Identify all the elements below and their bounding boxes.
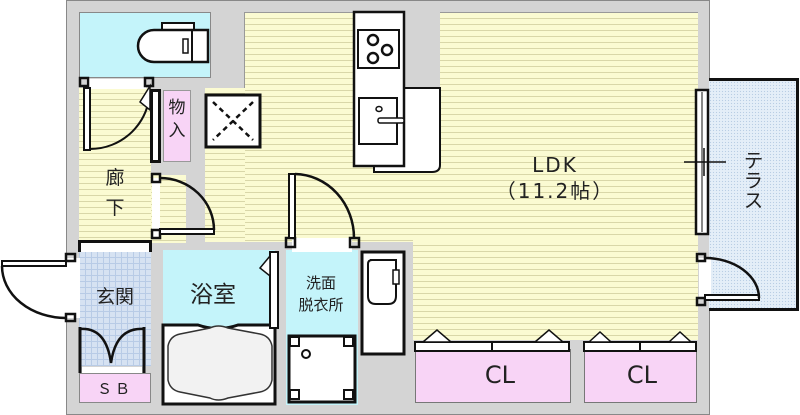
- bathroom-label: 浴室: [190, 282, 236, 308]
- sliding-window-icon: [684, 88, 726, 236]
- terrace-opening: [699, 258, 711, 298]
- terrace-label: テラス: [740, 150, 764, 210]
- washroom-label: 洗面 脱衣所: [288, 272, 354, 316]
- terrace: [709, 78, 799, 311]
- washing-machine-pan-icon: [287, 334, 357, 404]
- toilet-opening: [86, 79, 146, 89]
- toilet-icon: [136, 22, 210, 64]
- corridor-label: 廊 下: [100, 163, 130, 223]
- corridor-opening: [152, 178, 160, 238]
- ldk-label: LDK （11.2帖）: [470, 152, 640, 204]
- storage-label: 物 入: [164, 97, 190, 143]
- vanity-sink-icon: [360, 250, 406, 356]
- entrance-door-icon: [0, 252, 77, 323]
- closet-2: [584, 349, 697, 403]
- ldk-name: LDK: [532, 153, 578, 177]
- ldk-floor-south: [413, 240, 698, 340]
- ldk-floor: [244, 12, 698, 242]
- storage-label-top: 物: [168, 98, 186, 118]
- kitchen-counter-icon: [352, 10, 441, 173]
- closet-2-label: CL: [626, 361, 658, 389]
- corridor-door-icon: [150, 172, 216, 240]
- corridor-floor: [79, 88, 151, 243]
- washroom-label-bottom: 脱衣所: [298, 296, 344, 314]
- closet-1: [415, 349, 571, 403]
- corridor-label-top: 廊: [105, 167, 125, 189]
- ldk-size: （11.2帖）: [495, 179, 615, 203]
- bathroom-door-icon: [258, 251, 279, 329]
- washroom-opening: [292, 238, 352, 252]
- bathroom: [163, 250, 275, 330]
- storage-door: [150, 89, 161, 163]
- kitchen-wall: [404, 12, 440, 90]
- terrace-door-icon: [695, 252, 761, 307]
- closet-1-label: CL: [484, 361, 516, 389]
- entrance-door-opening: [66, 258, 80, 318]
- corridor-label-bottom: 下: [105, 197, 125, 219]
- storage-label-bottom: 入: [168, 121, 186, 141]
- entrance-label: 玄関: [95, 286, 134, 308]
- storage-closet: [163, 90, 191, 162]
- pipe-shaft-icon: [204, 93, 262, 149]
- bathtub-icon: [161, 323, 277, 406]
- shoe-box: [79, 373, 151, 403]
- toilet-door-icon: [78, 76, 155, 151]
- washroom-label-top: 洗面: [305, 274, 336, 292]
- shoe-box-label: ＳＢ: [96, 380, 133, 398]
- shoe-box-doors-icon: [78, 327, 146, 373]
- washroom-door-icon: [284, 172, 361, 249]
- entrance-step: [78, 240, 152, 252]
- closet-doors-icon: [414, 329, 697, 352]
